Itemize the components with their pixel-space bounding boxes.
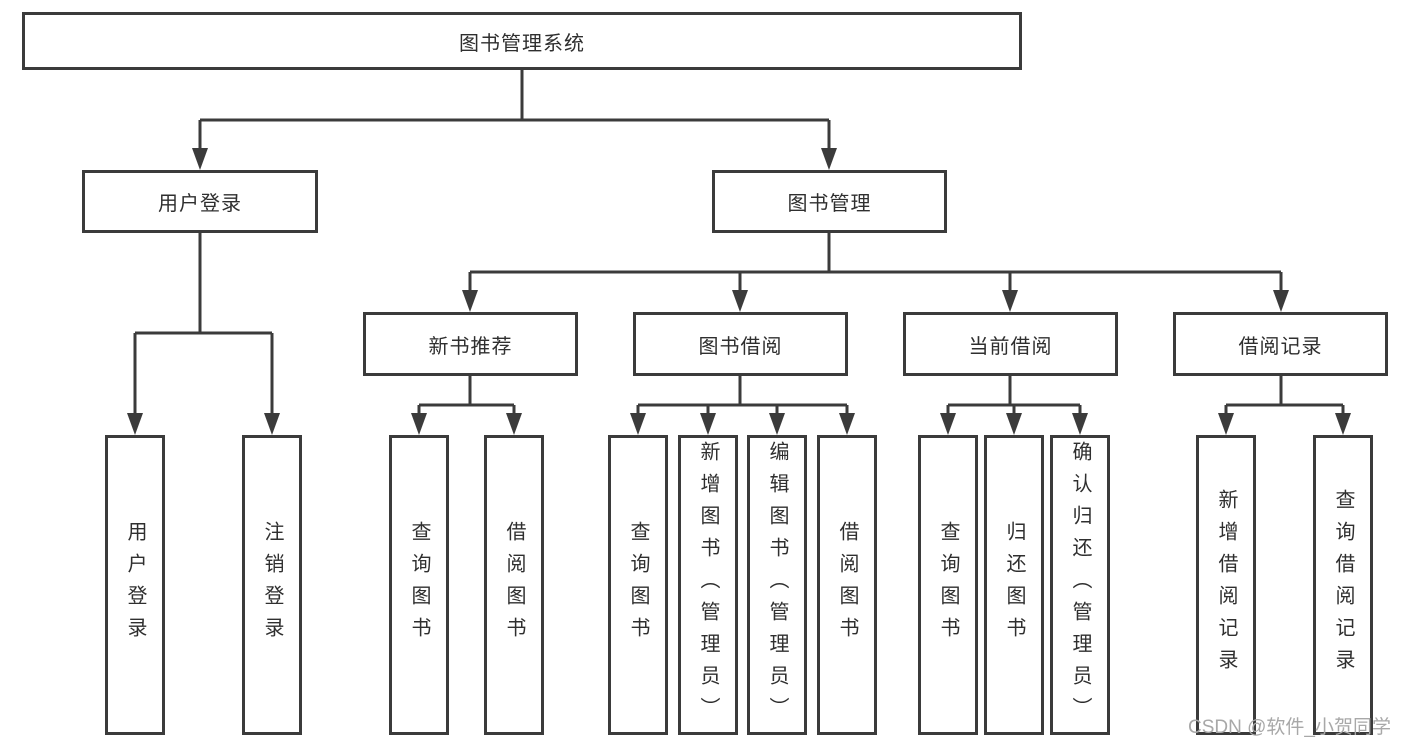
leaf-add-borrow-record: 新增借阅记录	[1196, 435, 1256, 735]
leaf-label: 归还图书	[1003, 521, 1025, 649]
leaf-label: 新增图书（管理员）	[697, 441, 719, 729]
leaf-borrow-books: 借阅图书	[817, 435, 877, 735]
node-label: 图书管理	[787, 193, 872, 215]
node-label: 用户登录	[158, 193, 242, 215]
node-new-book-recommendation: 新书推荐	[363, 312, 578, 376]
node-user-login: 用户登录	[82, 170, 318, 233]
leaf-add-books-admin: 新增图书（管理员）	[678, 435, 738, 735]
leaf-user-login: 用户登录	[105, 435, 165, 735]
node-library-management-system: 图书管理系统	[22, 12, 1022, 70]
leaf-label: 查询图书	[627, 521, 649, 649]
node-book-borrowing: 图书借阅	[633, 312, 848, 376]
leaf-query-borrow-record: 查询借阅记录	[1313, 435, 1373, 735]
leaf-label: 查询图书	[937, 521, 959, 649]
node-current-borrowing: 当前借阅	[903, 312, 1118, 376]
node-label: 借阅记录	[1238, 335, 1323, 358]
node-borrowing-records: 借阅记录	[1173, 312, 1388, 376]
node-label: 图书管理系统	[459, 32, 585, 55]
leaf-return-books: 归还图书	[984, 435, 1044, 735]
leaf-confirm-return-admin: 确认归还（管理员）	[1050, 435, 1110, 735]
leaf-logout: 注销登录	[242, 435, 302, 735]
leaf-label: 用户登录	[124, 521, 146, 649]
leaf-query-books-borrowing: 查询图书	[608, 435, 668, 735]
node-label: 图书借阅	[698, 335, 783, 358]
node-book-management: 图书管理	[712, 170, 947, 233]
leaf-label: 注销登录	[261, 521, 283, 649]
leaf-query-books-current: 查询图书	[918, 435, 978, 735]
leaf-label: 查询图书	[408, 521, 430, 649]
csdn-watermark: CSDN @软件_小贺同学	[1188, 717, 1391, 738]
node-label: 新书推荐	[428, 335, 513, 358]
leaf-label: 确认归还（管理员）	[1069, 441, 1091, 729]
leaf-label: 借阅图书	[836, 521, 858, 649]
leaf-query-books-recommend: 查询图书	[389, 435, 449, 735]
leaf-label: 借阅图书	[503, 521, 525, 649]
leaf-label: 编辑图书（管理员）	[766, 441, 788, 729]
leaf-label: 查询借阅记录	[1332, 489, 1354, 681]
node-label: 当前借阅	[968, 335, 1053, 358]
arrowheads	[127, 148, 1351, 435]
leaf-label: 新增借阅记录	[1215, 489, 1237, 681]
leaf-borrow-books-recommend: 借阅图书	[484, 435, 544, 735]
leaf-edit-books-admin: 编辑图书（管理员）	[747, 435, 807, 735]
